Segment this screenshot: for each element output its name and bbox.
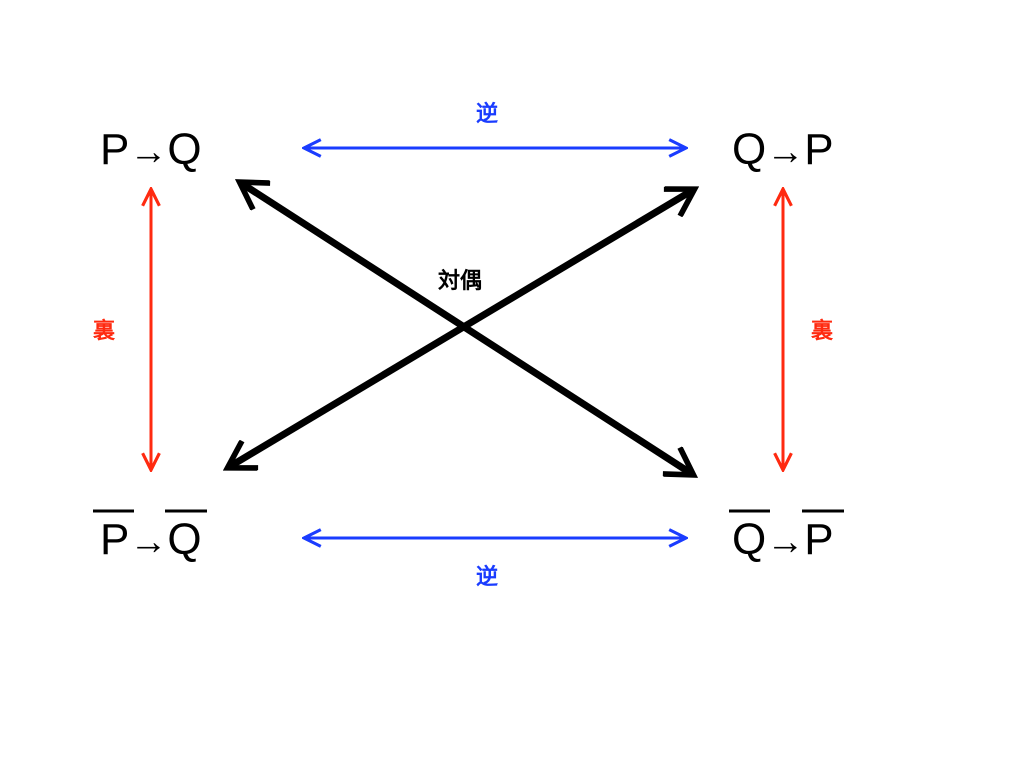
- contrapositive-arrow-cross: [229, 190, 693, 467]
- inverse-label-left: 裏: [93, 318, 116, 344]
- statement-original: P→Q: [100, 125, 202, 174]
- statement-inverse: P→Q: [100, 515, 202, 564]
- statement-contrapositive: Q→P: [732, 515, 834, 564]
- converse-label-bottom: 逆: [476, 564, 498, 590]
- statement-converse: Q→P: [732, 125, 834, 174]
- converse-label-top: 逆: [476, 101, 498, 127]
- inverse-label-right: 裏: [811, 318, 834, 344]
- contrapositive-label: 対偶: [438, 269, 482, 294]
